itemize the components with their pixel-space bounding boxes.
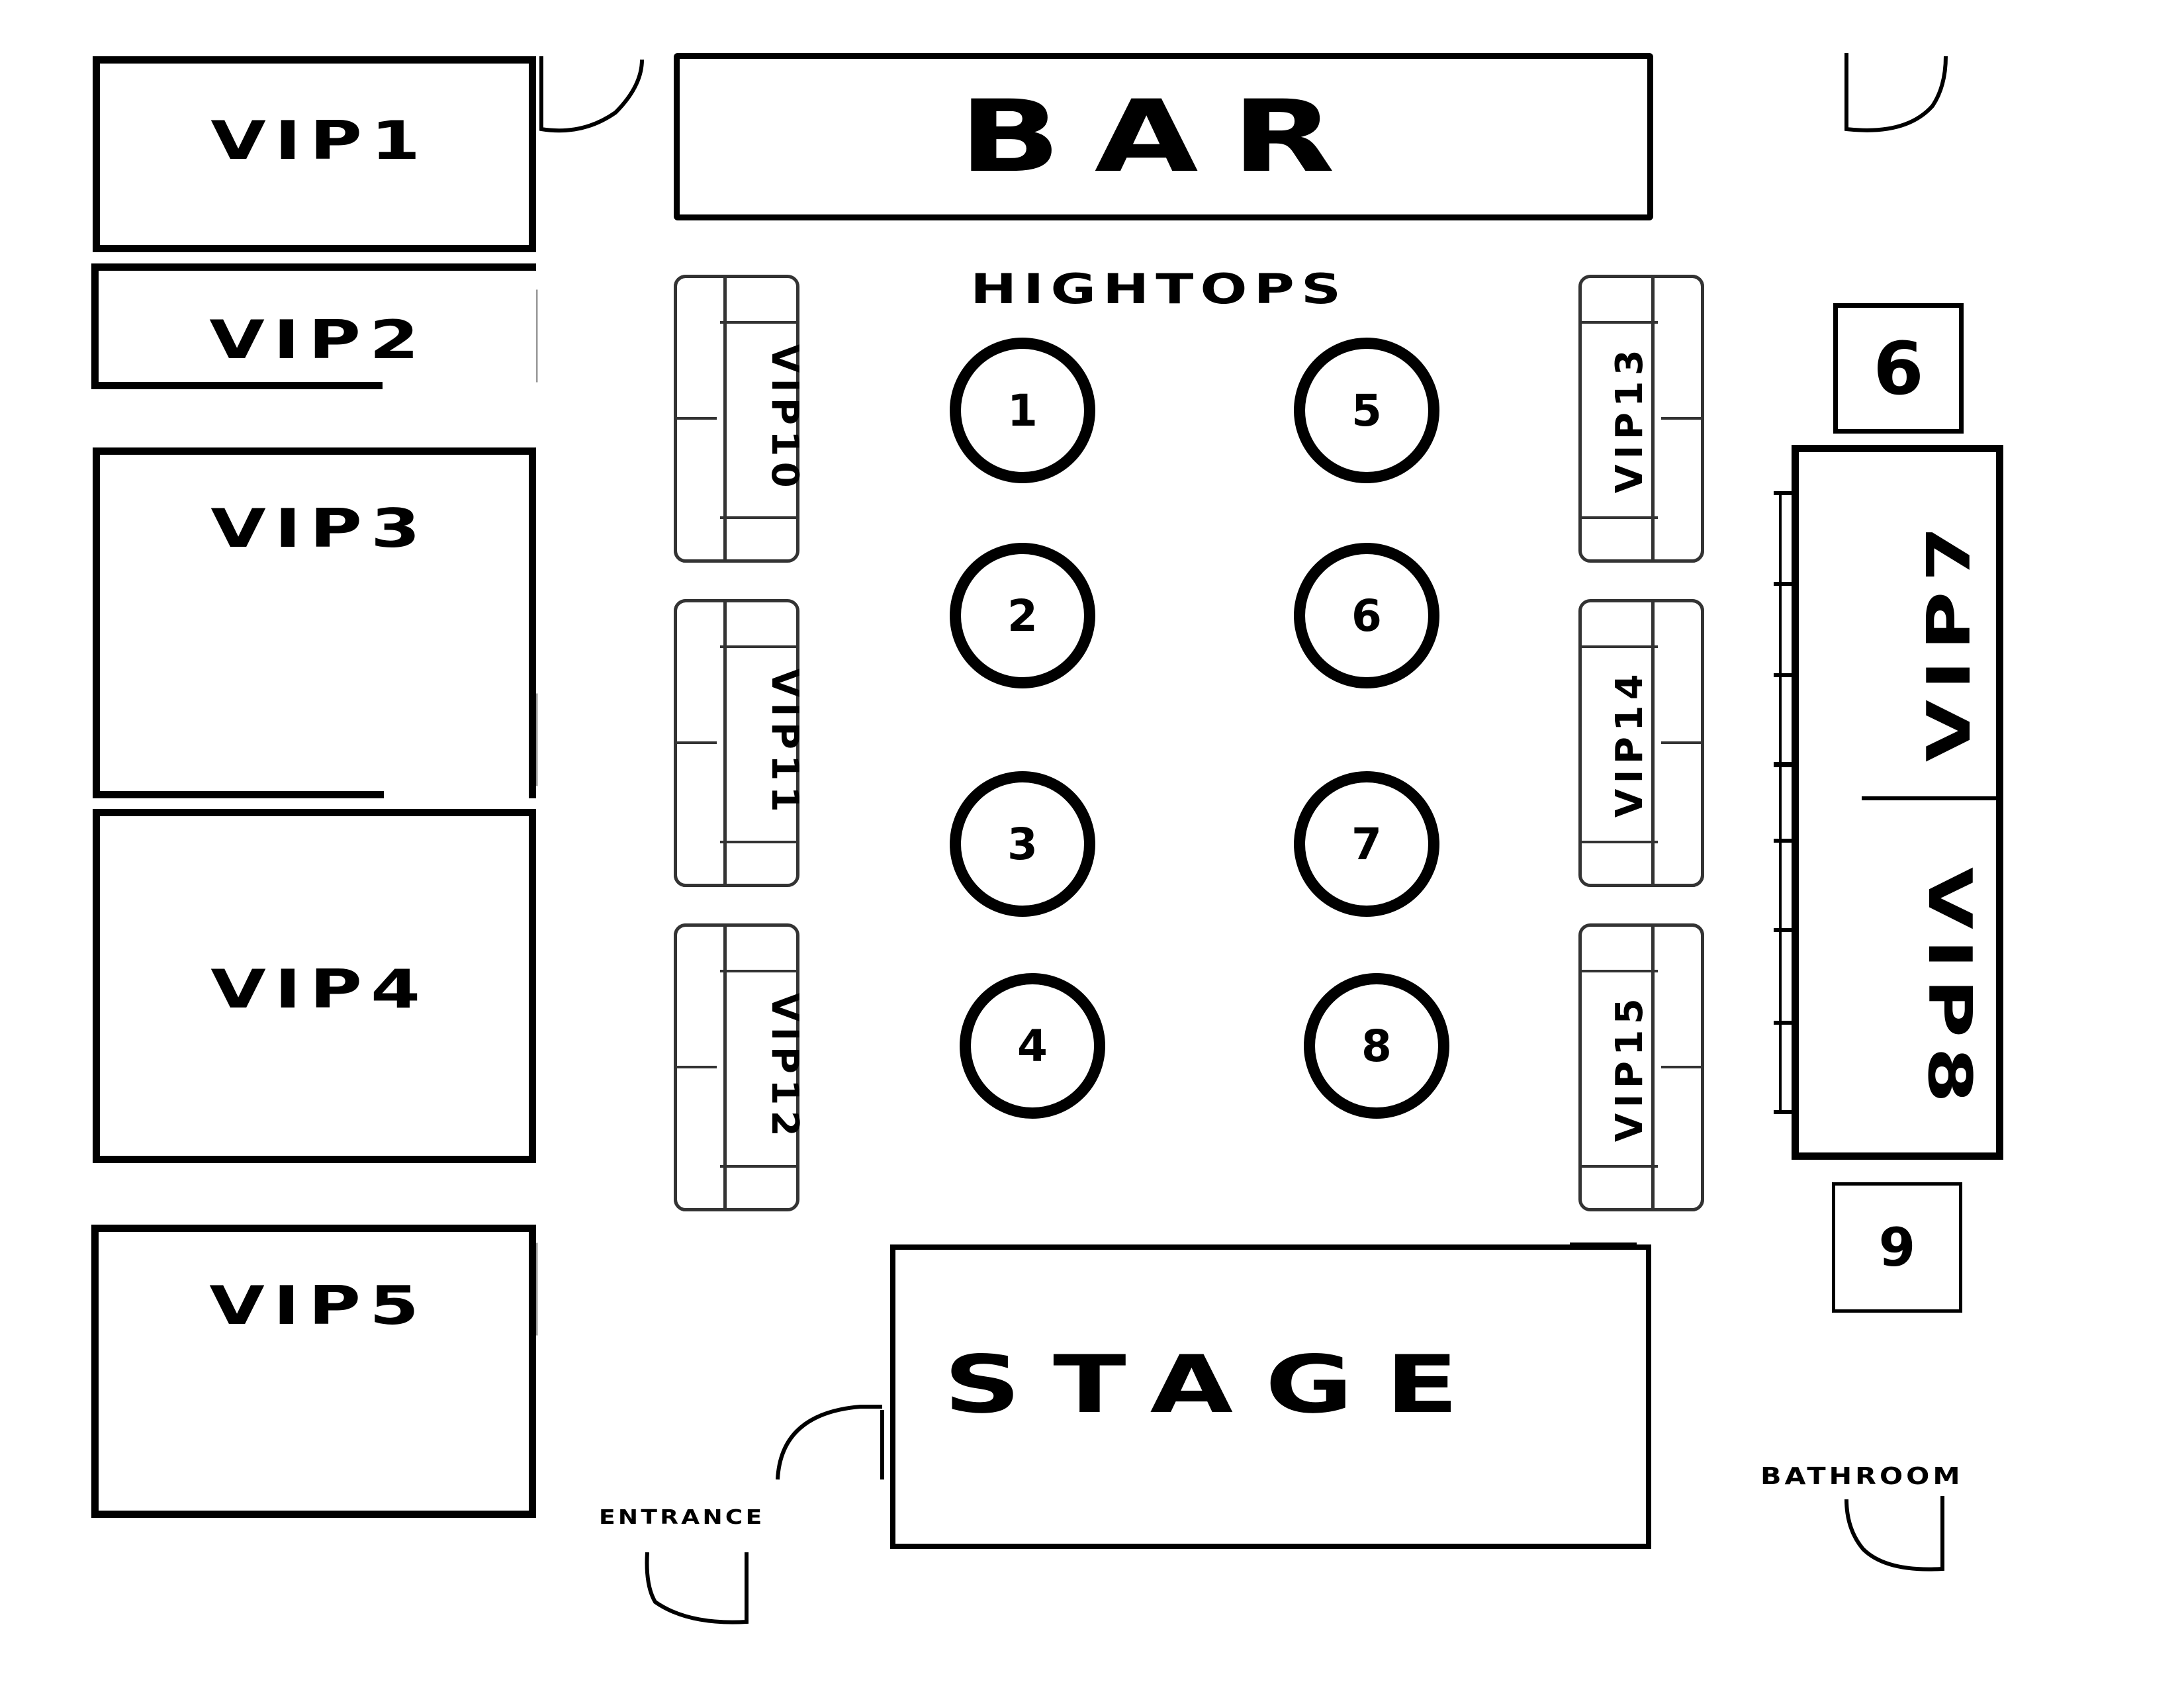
vip-room-2[interactable]: VIP2 [91, 263, 536, 389]
table-number: 6 [1351, 590, 1382, 641]
vip-room-8-label: VIP8 [1914, 867, 1984, 1113]
hightop-table-5[interactable]: 5 [1294, 338, 1439, 483]
booth-6[interactable]: 6 [1833, 303, 1964, 434]
stage[interactable]: STAGE [890, 1244, 1651, 1549]
vip-room-label: VIP1 [210, 110, 430, 171]
vip-room-1[interactable]: VIP1 [93, 56, 536, 252]
sofa-vip13[interactable]: VIP13 [1578, 275, 1704, 563]
door-icon [539, 56, 644, 133]
table-number: 3 [1007, 818, 1038, 870]
sofa-label: VIP14 [1608, 668, 1652, 818]
hightop-table-7[interactable]: 7 [1294, 771, 1439, 917]
hightop-table-1[interactable]: 1 [950, 338, 1095, 483]
table-number: 8 [1361, 1020, 1392, 1072]
hightop-table-6[interactable]: 6 [1294, 543, 1439, 688]
bar-label: BAR [958, 79, 1369, 195]
sofa-label: VIP15 [1608, 992, 1652, 1143]
vip-room-3[interactable]: VIP3 [93, 447, 536, 798]
vip-room-3-wall [93, 791, 384, 798]
sofa-vip15[interactable]: VIP15 [1578, 923, 1704, 1211]
table-number: 7 [1351, 818, 1382, 870]
vip-room-2-wall [91, 382, 383, 389]
sofa-label: VIP11 [763, 668, 807, 818]
table-number: 2 [1007, 590, 1038, 641]
sofa-vip10[interactable]: VIP10 [674, 275, 806, 563]
entrance-label: ENTRANCE [599, 1506, 765, 1529]
hightops-title: HIGHTOPS [970, 265, 1348, 313]
vip-room-5[interactable]: VIP5 [91, 1225, 536, 1518]
hightop-table-2[interactable]: 2 [950, 543, 1095, 688]
vip-room-7-8[interactable]: VIP7 VIP8 [1792, 445, 2003, 1160]
table-number: 4 [1017, 1020, 1048, 1072]
sofa-vip12[interactable]: VIP12 [674, 923, 806, 1211]
sofa-label: VIP12 [763, 992, 807, 1143]
hightop-table-4[interactable]: 4 [960, 973, 1105, 1119]
sofa-vip14[interactable]: VIP14 [1578, 599, 1704, 887]
vip-room-label: VIP5 [209, 1275, 428, 1336]
vip-room-label: VIP4 [210, 959, 430, 1020]
door-icon [1844, 53, 1948, 132]
stage-label: STAGE [943, 1339, 1491, 1431]
hightop-table-3[interactable]: 3 [950, 771, 1095, 917]
sofa-label: VIP10 [763, 344, 807, 494]
vip-7-8-divider [1862, 796, 1996, 800]
hightop-table-8[interactable]: 8 [1304, 973, 1449, 1119]
sofa-label: VIP13 [1608, 344, 1652, 494]
sofa-vip11[interactable]: VIP11 [674, 599, 806, 887]
entrance-door-icon [645, 1405, 884, 1624]
bathroom-label: BATHROOM [1760, 1463, 1964, 1490]
table-number: 1 [1007, 385, 1038, 436]
booth-9[interactable]: 9 [1832, 1182, 1962, 1313]
vip-room-7-label: VIP7 [1914, 516, 1984, 763]
bathroom-door-icon [1844, 1496, 1944, 1571]
vip-room-label: VIP2 [209, 309, 428, 371]
table-number: 5 [1351, 385, 1382, 436]
vip-room-4[interactable]: VIP4 [93, 809, 536, 1163]
booth-label: 6 [1873, 326, 1924, 411]
booth-label: 9 [1878, 1217, 1916, 1278]
vip-room-label: VIP3 [210, 498, 430, 559]
bar[interactable]: BAR [674, 53, 1653, 220]
